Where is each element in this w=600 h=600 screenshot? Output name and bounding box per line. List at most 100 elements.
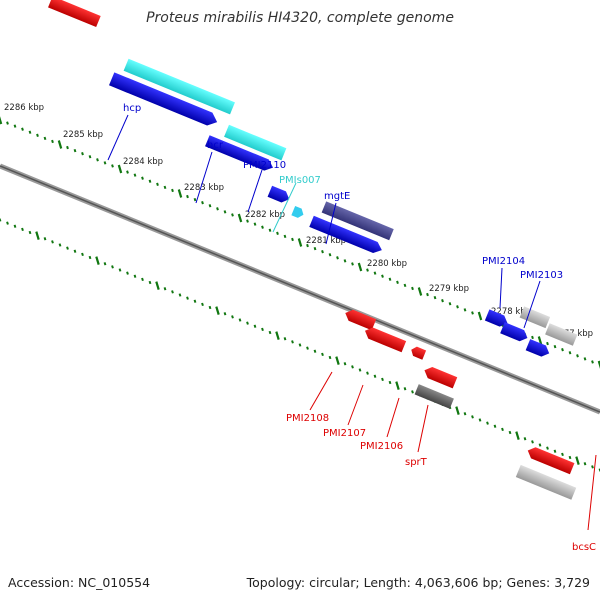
scale-minor-tick (456, 305, 459, 309)
scale-minor-tick (291, 237, 294, 242)
scale-minor-tick (73, 148, 77, 153)
gene-arrow[interactable] (343, 307, 377, 331)
gene-label-pmi2108[interactable]: PMI2108 (286, 413, 329, 424)
scale-major-tick (455, 406, 460, 415)
gene-label-bcsc[interactable]: bcsC (572, 542, 596, 553)
scale-minor-tick (28, 130, 32, 134)
scale-minor-tick (81, 152, 84, 156)
gene-arrow[interactable] (205, 135, 275, 173)
gene-label-hcp[interactable]: hcp (123, 103, 141, 114)
scale-minor-tick (471, 415, 474, 419)
feature-block[interactable] (321, 201, 394, 241)
scale-minor-tick (81, 252, 84, 257)
kbp-label: 2286 kbp (4, 103, 44, 113)
scale-major-tick (575, 456, 580, 465)
gene-label-pmi2110[interactable]: PMI2110 (243, 160, 286, 171)
scale-minor-tick (283, 234, 287, 239)
scale-minor-tick (441, 299, 444, 303)
scale-minor-tick (261, 327, 264, 332)
scale-minor-tick (583, 357, 587, 361)
gene-arrow[interactable] (484, 309, 510, 328)
gene-label-sprt[interactable]: sprT (405, 457, 428, 468)
scale-minor-tick (163, 185, 167, 190)
kbp-label: 2285 kbp (63, 130, 103, 140)
scale-minor-tick (193, 299, 197, 303)
feature-block[interactable] (515, 464, 577, 500)
kbp-label: 2279 kbp (429, 284, 469, 294)
gene-arrow[interactable] (48, 0, 101, 28)
scale-minor-tick (208, 305, 212, 310)
scale-major-tick (237, 213, 243, 223)
scale-major-tick (395, 381, 400, 390)
scale-minor-tick (51, 139, 54, 144)
scale-minor-tick (13, 224, 17, 228)
scale-minor-tick (246, 321, 249, 325)
gene-arrow[interactable] (309, 215, 384, 256)
gene-arrow[interactable] (500, 322, 530, 343)
feature-block[interactable] (519, 306, 551, 329)
scale-minor-tick (591, 465, 594, 469)
scale-minor-tick (163, 287, 167, 291)
scale-minor-tick (171, 290, 174, 294)
scale-minor-tick (88, 155, 92, 159)
kbp-label: 2278 kbp (491, 307, 531, 317)
scale-minor-tick (381, 377, 384, 382)
scale-minor-tick (321, 352, 324, 357)
gene-arrow[interactable] (525, 445, 575, 475)
gene-arrow[interactable] (525, 339, 552, 359)
scale-minor-tick (388, 380, 392, 385)
scale-minor-tick (403, 283, 407, 288)
scale-minor-tick (546, 446, 549, 450)
gene-label-pmi2106[interactable]: PMI2106 (360, 441, 403, 452)
gene-arrow[interactable] (363, 325, 407, 353)
gene-label-hcr[interactable]: hcr (207, 140, 224, 151)
scale-minor-tick (508, 430, 512, 435)
genome-backbone-core (0, 165, 600, 413)
scale-major-tick (177, 189, 183, 198)
gene-arrow[interactable] (267, 185, 292, 205)
scale-minor-tick (531, 335, 534, 340)
kbp-label: 2281 kbp (306, 236, 346, 246)
gene-label-pmi2107[interactable]: PMI2107 (323, 428, 366, 439)
gene-arrow[interactable] (291, 205, 305, 219)
scale-minor-tick (448, 302, 452, 306)
scale-major-tick (297, 238, 303, 247)
scale-minor-tick (231, 213, 234, 217)
scale-minor-tick (148, 280, 152, 285)
gene-arrow[interactable] (409, 345, 427, 360)
feature-block[interactable] (123, 58, 235, 115)
scale-major-tick (35, 231, 40, 240)
scale-minor-tick (463, 308, 467, 312)
scale-minor-tick (118, 268, 122, 272)
scale-major-tick (117, 164, 123, 174)
scale-minor-tick (306, 243, 309, 248)
feature-block[interactable] (224, 124, 287, 161)
scale-minor-tick (336, 256, 339, 260)
feature-block[interactable] (545, 323, 578, 346)
gene-label-pmis007[interactable]: PMIs007 (279, 175, 321, 186)
genome-summary-text: Topology: circular; Length: 4,063,606 bp… (246, 575, 590, 590)
scale-minor-tick (171, 188, 174, 193)
feature-block[interactable] (414, 384, 454, 409)
scale-minor-tick (591, 360, 594, 364)
scale-minor-tick (111, 265, 114, 269)
gene-arrow[interactable] (422, 365, 458, 389)
scale-minor-tick (261, 225, 264, 229)
scale-minor-tick (373, 271, 377, 275)
map-title: Proteus mirabilis HI4320, complete genom… (146, 10, 454, 26)
scale-minor-tick (306, 346, 309, 350)
gene-label-pmi2103[interactable]: PMI2103 (520, 270, 563, 281)
kbp-label: 2282 kbp (245, 210, 285, 220)
gene-label-pmi2104[interactable]: PMI2104 (482, 256, 525, 267)
scale-minor-tick (328, 355, 332, 360)
scale-minor-tick (238, 318, 242, 322)
gene-label-mgte[interactable]: mgtE (324, 191, 350, 202)
gene-arrow[interactable] (109, 72, 220, 128)
scale-minor-tick (381, 274, 384, 278)
scale-minor-tick (486, 421, 489, 425)
scale-minor-tick (178, 293, 182, 297)
scale-minor-tick (538, 443, 542, 447)
scale-major-tick (275, 331, 280, 340)
scale-minor-tick (246, 219, 249, 223)
scale-minor-tick (433, 295, 437, 300)
